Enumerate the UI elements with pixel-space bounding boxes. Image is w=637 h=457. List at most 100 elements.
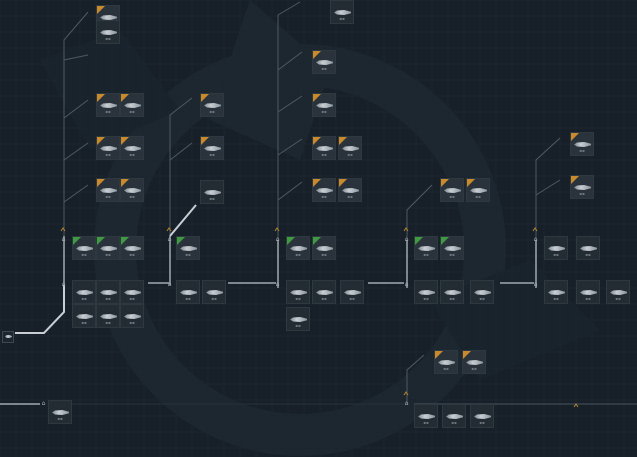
ship-tile-d-branch-2[interactable]: ▪▪ — [440, 236, 464, 260]
connector-line — [169, 204, 197, 237]
ship-tile-low-main-2[interactable]: ▪▪ — [442, 404, 466, 428]
tier-node-nation-d-main[interactable]: ⌂ — [403, 236, 410, 243]
ship-tile-low-r1-2[interactable]: ▪▪ — [462, 350, 486, 374]
tier-node-nation-c-branch[interactable]: ⌂ — [274, 281, 281, 288]
ship-tile-b-branch-1[interactable]: ▪▪ — [176, 236, 200, 260]
ship-tile-low-left-1[interactable]: ▪▪ — [48, 400, 72, 424]
connector-line — [15, 285, 65, 334]
ship-pips-icon: ▪▪ — [295, 252, 301, 257]
ship-silhouette-icon — [100, 103, 117, 108]
ship-pips-icon: ▪▪ — [105, 252, 111, 257]
ship-tile-a-top-2[interactable]: ▪▪ — [96, 20, 120, 44]
ship-tile-low-main-3[interactable]: ▪▪ — [470, 404, 494, 428]
ship-tile-a-main-2[interactable]: ▪▪ — [96, 280, 120, 304]
ship-tile-e-branch-2[interactable]: ▪▪ — [576, 236, 600, 260]
lock-icon: ⌂ — [275, 235, 280, 243]
ship-tile-a-r3-2[interactable]: ▪▪ — [120, 178, 144, 202]
ship-pips-icon: ▪▪ — [105, 194, 111, 199]
ship-tile-e-main-3[interactable]: ▪▪ — [606, 280, 630, 304]
ship-tile-a-r3-1[interactable]: ▪▪ — [96, 178, 120, 202]
ship-tile-d-r1-2[interactable]: ▪▪ — [466, 178, 490, 202]
ship-silhouette-icon — [474, 290, 491, 295]
researched-flag-icon — [73, 237, 81, 245]
ship-tile-b-r3-1[interactable]: ▪▪ — [200, 180, 224, 204]
ship-pips-icon: ▪▪ — [449, 296, 455, 301]
connector-line — [169, 142, 193, 161]
start-ship-node[interactable] — [2, 331, 14, 343]
ship-tile-a-main-5[interactable]: ▪▪ — [96, 304, 120, 328]
ship-tile-d-main-1[interactable]: ▪▪ — [414, 280, 438, 304]
ship-tile-a-main-3[interactable]: ▪▪ — [120, 280, 144, 304]
ship-tile-c-r2-1[interactable]: ▪▪ — [312, 93, 336, 117]
ship-tile-d-branch-1[interactable]: ▪▪ — [414, 236, 438, 260]
ship-tile-a-r2-2[interactable]: ▪▪ — [120, 136, 144, 160]
ship-tile-c-main-2[interactable]: ▪▪ — [312, 280, 336, 304]
premium-flag-icon — [339, 179, 347, 187]
premium-flag-icon — [313, 137, 321, 145]
ship-tile-c-main-3[interactable]: ▪▪ — [340, 280, 364, 304]
ship-tile-c-r1-1[interactable]: ▪▪ — [312, 50, 336, 74]
ship-tile-c-branch-2[interactable]: ▪▪ — [312, 236, 336, 260]
premium-flag-icon — [97, 179, 105, 187]
tier-node-nation-b-branch[interactable]: ⌂ — [166, 281, 173, 288]
ship-tile-low-r1-1[interactable]: ▪▪ — [434, 350, 458, 374]
ship-tile-a-main-4[interactable]: ▪▪ — [72, 304, 96, 328]
ship-pips-icon: ▪▪ — [449, 194, 455, 199]
ship-tile-d-main-2[interactable]: ▪▪ — [440, 280, 464, 304]
ship-pips-icon: ▪▪ — [209, 196, 215, 201]
tier-node-lower-main[interactable]: ⌂ — [40, 400, 47, 407]
ship-silhouette-icon — [580, 246, 597, 251]
ship-tile-c-r4-2[interactable]: ▪▪ — [338, 178, 362, 202]
ship-pips-icon: ▪▪ — [475, 194, 481, 199]
ship-tile-low-main-1[interactable]: ▪▪ — [414, 404, 438, 428]
premium-flag-icon — [467, 179, 475, 187]
ship-tile-a-r1-1[interactable]: ▪▪ — [96, 93, 120, 117]
tier-node-nation-b-main[interactable]: ⌂ — [166, 236, 173, 243]
ship-tile-d-r1-1[interactable]: ▪▪ — [440, 178, 464, 202]
ship-tile-e-r2-1[interactable]: ▪▪ — [570, 175, 594, 199]
ship-pips-icon: ▪▪ — [81, 252, 87, 257]
tier-node-lower-branch[interactable]: ⌂ — [403, 400, 410, 407]
ship-tile-c-top-1[interactable]: ▪▪ — [330, 0, 354, 24]
ship-silhouette-icon — [52, 410, 69, 415]
ship-tile-e-r1-1[interactable]: ▪▪ — [570, 132, 594, 156]
ship-tile-b-r2-1[interactable]: ▪▪ — [200, 136, 224, 160]
ship-silhouette-icon — [124, 103, 141, 108]
ship-tile-c-main-1[interactable]: ▪▪ — [286, 280, 310, 304]
tier-node-nation-d-branch[interactable]: ⌂ — [403, 281, 410, 288]
tier-node-nation-a-main[interactable]: ⌂ — [60, 236, 67, 243]
ship-tile-c-r4-1[interactable]: ▪▪ — [312, 178, 336, 202]
ship-tile-e-main-1[interactable]: ▪▪ — [544, 280, 568, 304]
ship-tile-a-branch-3[interactable]: ▪▪ — [120, 236, 144, 260]
ship-pips-icon: ▪▪ — [81, 320, 87, 325]
tier-node-nation-a-branch[interactable]: ⌂ — [60, 281, 67, 288]
ship-tile-a-r2-1[interactable]: ▪▪ — [96, 136, 120, 160]
tier-node-nation-e-main[interactable]: ⌂ — [532, 236, 539, 243]
ship-tile-c-branch-1[interactable]: ▪▪ — [286, 236, 310, 260]
ship-silhouette-icon — [100, 314, 117, 319]
ship-tile-e-main-2[interactable]: ▪▪ — [576, 280, 600, 304]
ship-silhouette-icon — [444, 188, 461, 193]
tier-node-nation-e-branch[interactable]: ⌂ — [532, 281, 539, 288]
ship-silhouette-icon — [574, 185, 591, 190]
ship-tile-c-r3-1[interactable]: ▪▪ — [312, 136, 336, 160]
ship-tile-a-main-1[interactable]: ▪▪ — [72, 280, 96, 304]
tier-node-nation-c-main[interactable]: ⌂ — [274, 236, 281, 243]
ship-silhouette-icon — [204, 146, 221, 151]
ship-silhouette-icon — [124, 314, 141, 319]
ship-tile-a-branch-1[interactable]: ▪▪ — [72, 236, 96, 260]
ship-tile-c-r3-2[interactable]: ▪▪ — [338, 136, 362, 160]
ship-tile-c-main-4[interactable]: ▪▪ — [286, 307, 310, 331]
ship-tile-a-branch-2[interactable]: ▪▪ — [96, 236, 120, 260]
ship-tile-b-r1-1[interactable]: ▪▪ — [200, 93, 224, 117]
unlock-arrow-icon — [532, 227, 538, 232]
ship-tile-a-main-6[interactable]: ▪▪ — [120, 304, 144, 328]
ship-tile-b-main-2[interactable]: ▪▪ — [202, 280, 226, 304]
ship-tile-d-main-3[interactable]: ▪▪ — [470, 280, 494, 304]
unlock-arrow-icon — [573, 403, 579, 408]
ship-tile-e-branch-1[interactable]: ▪▪ — [544, 236, 568, 260]
ship-silhouette-icon — [290, 290, 307, 295]
ship-tile-a-r1-2[interactable]: ▪▪ — [120, 93, 144, 117]
ship-tile-b-main-1[interactable]: ▪▪ — [176, 280, 200, 304]
